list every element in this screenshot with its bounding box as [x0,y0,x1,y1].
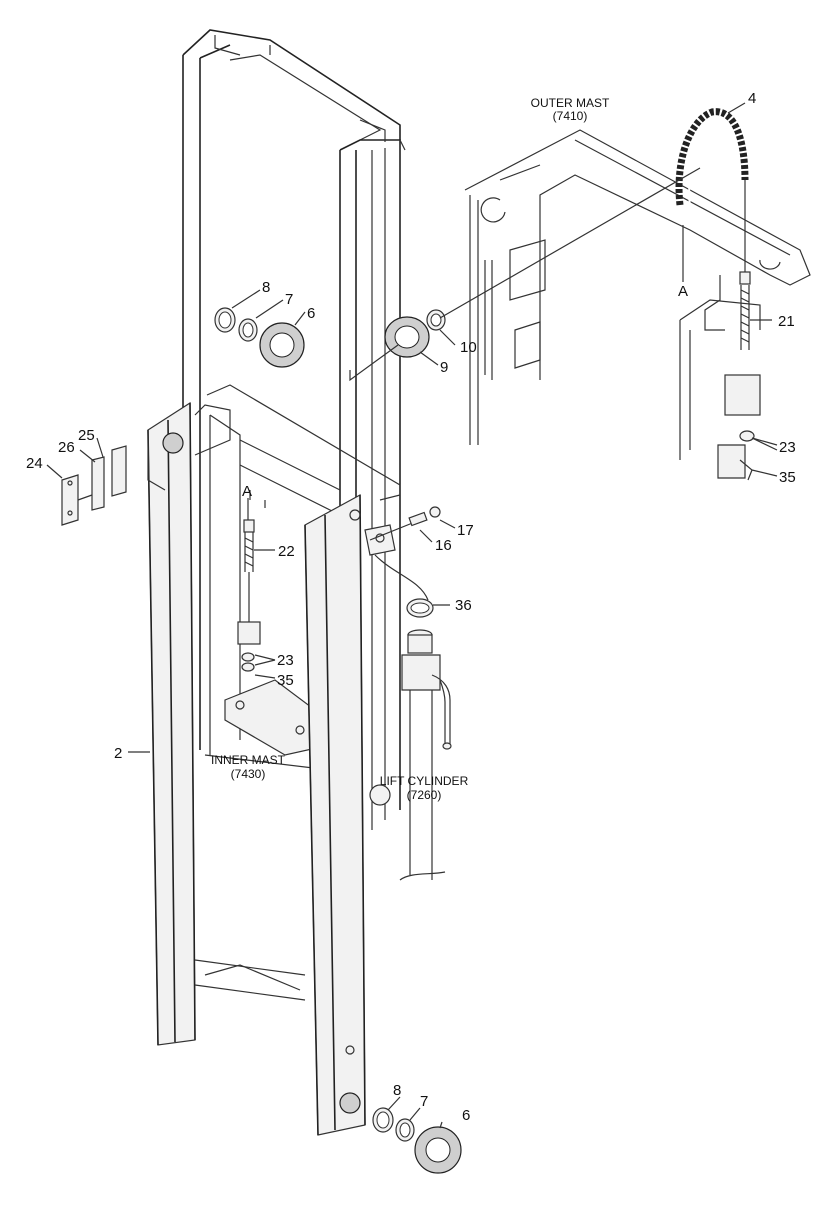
callout-10: 10 [460,339,477,356]
callout-26: 26 [58,439,75,456]
callout-23-right: 23 [779,439,796,456]
callout-21: 21 [778,313,795,330]
lift-cylinder-drawing [369,629,452,881]
reference-markers: A A [242,283,688,500]
callout-36: 36 [455,597,472,614]
callout-35-right: 35 [779,469,796,486]
o-ring-36 [406,598,434,618]
callout-7-top: 7 [285,291,293,308]
callout-25: 25 [78,427,95,444]
chain-anchor-rod-left [237,519,261,672]
inner-mast-code: (7430) [231,767,266,781]
callout-35-left: 35 [277,672,294,689]
callout-9: 9 [440,359,448,376]
lift-chain [675,108,749,209]
callout-8-bottom: 8 [393,1082,401,1099]
front-channel-assembly [147,401,396,1136]
outer-mast-drawing [464,129,811,460]
part-callouts: 4 8 7 6 10 9 21 23 35 25 26 24 17 16 22 … [26,90,796,1124]
callout-6-bottom: 6 [462,1107,470,1124]
marker-a-right: A [678,283,688,300]
side-plates-group [61,445,127,526]
callout-4: 4 [748,90,756,107]
outer-mast-code: (7410) [553,109,588,123]
inner-mast-label: INNER MAST [211,753,286,767]
callout-17: 17 [457,522,474,539]
leader-lines [46,102,778,1129]
callout-6-top: 6 [307,305,315,322]
callout-2: 2 [114,745,122,762]
callout-16: 16 [435,537,452,554]
lift-cylinder-code: (7260) [407,788,442,802]
callout-22: 22 [278,543,295,560]
chain-anchor-rod-right [717,180,761,481]
marker-a-left: A [242,483,252,500]
bearing-set-top-right [349,167,701,382]
lift-cylinder-label: LIFT CYLINDER [380,774,469,788]
assembly-labels: OUTER MAST (7410) INNER MAST (7430) LIFT… [211,96,610,802]
callout-8-top: 8 [262,279,270,296]
inner-mast-drawing [182,29,406,845]
bearing-set-top-left [214,307,305,368]
outer-mast-label: OUTER MAST [531,96,610,110]
callout-7-bottom: 7 [420,1093,428,1110]
callout-23-left: 23 [277,652,294,669]
bolt-assembly [369,506,441,601]
bearing-set-bottom [372,1107,462,1174]
callout-24: 24 [26,455,43,472]
